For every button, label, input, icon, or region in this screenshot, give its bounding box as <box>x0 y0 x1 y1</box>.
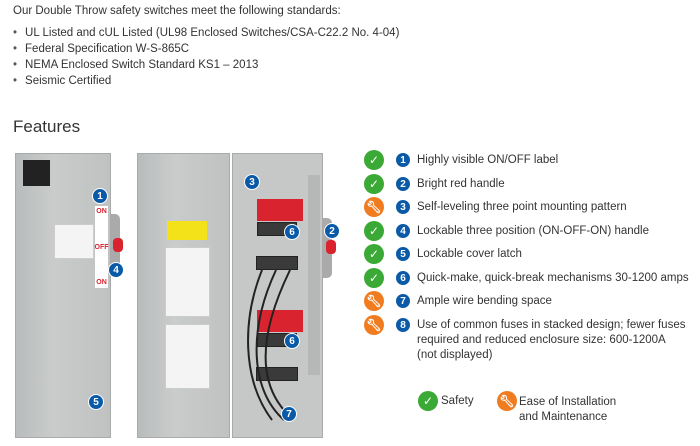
check-icon: ✓ <box>364 244 384 264</box>
wires <box>247 269 295 421</box>
fuse-clips <box>256 256 298 270</box>
red-handle <box>113 238 123 252</box>
legend-safety: Safety <box>441 395 474 407</box>
list-item: Seismic Certified <box>13 73 399 89</box>
image-badge-6: 6 <box>284 224 300 240</box>
image-badge-6: 6 <box>284 333 300 349</box>
on-off-label: ON OFF ON <box>94 206 109 288</box>
check-icon: ✓ <box>364 174 384 194</box>
list-item: UL Listed and cUL Listed (UL98 Enclosed … <box>13 25 399 41</box>
number-badge: 6 <box>395 270 411 286</box>
check-icon: ✓ <box>364 150 384 170</box>
number-badge: 5 <box>395 246 411 262</box>
side-bar <box>308 175 320 375</box>
legend-ease: Ease of Installation and Maintenance <box>519 396 617 423</box>
standards-list: UL Listed and cUL Listed (UL98 Enclosed … <box>13 25 399 89</box>
number-badge: 3 <box>395 199 411 215</box>
wrench-icon: 🔧︎ <box>364 291 384 311</box>
number-badge: 4 <box>395 223 411 239</box>
yellow-label <box>167 221 207 240</box>
features-heading: Features <box>13 117 81 136</box>
number-badge: 8 <box>395 317 411 333</box>
list-item: NEMA Enclosed Switch Standard KS1 – 2013 <box>13 57 399 73</box>
switch-mechanism <box>257 199 303 221</box>
image-badge-2: 2 <box>324 223 340 239</box>
intro-text: Our Double Throw safety switches meet th… <box>13 5 341 17</box>
image-badge-1: 1 <box>92 188 108 204</box>
instruction-label <box>165 247 210 317</box>
number-badge: 7 <box>395 293 411 309</box>
warning-label <box>54 224 94 259</box>
nameplate <box>23 160 50 186</box>
red-handle <box>326 240 336 254</box>
wrench-icon: 🔧︎ <box>364 315 384 335</box>
wrench-icon: 🔧︎ <box>497 391 517 411</box>
image-badge-7: 7 <box>281 406 297 422</box>
check-icon: ✓ <box>418 391 438 411</box>
check-icon: ✓ <box>364 268 384 288</box>
list-item: Federal Specification W-S-865C <box>13 41 399 57</box>
image-badge-3: 3 <box>244 174 260 190</box>
wrench-icon: 🔧︎ <box>364 197 384 217</box>
number-badge: 2 <box>395 176 411 192</box>
number-badge: 1 <box>395 152 411 168</box>
check-icon: ✓ <box>364 221 384 241</box>
image-badge-5: 5 <box>88 394 104 410</box>
instruction-label <box>165 324 210 389</box>
image-badge-4: 4 <box>108 262 124 278</box>
